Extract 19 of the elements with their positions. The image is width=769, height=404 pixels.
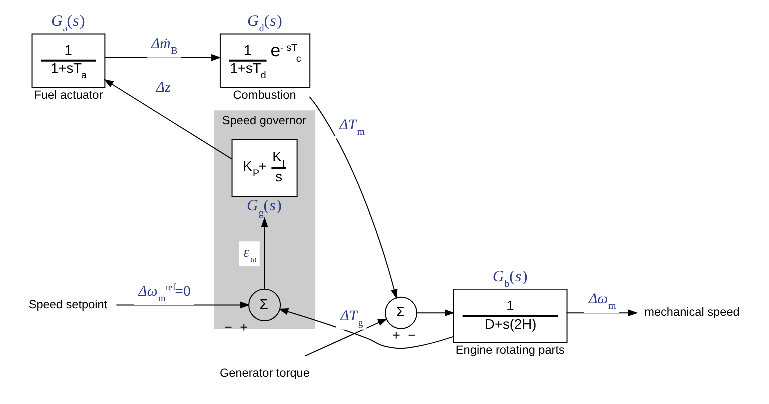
node-label: G$_{d}$(s) <box>247 13 282 35</box>
node-label: G$_{b}$(s) <box>492 268 528 290</box>
node-label: − + <box>224 320 248 336</box>
node-label: Engine rotating parts <box>455 343 564 358</box>
node-label: Fuel actuator <box>34 88 103 102</box>
node-label: G$_{a}$(s) <box>50 13 85 35</box>
edge-label: ε$_{ω}$ <box>243 244 256 266</box>
edge-label: Δω$_{m}$ <box>588 292 616 312</box>
node-label: G$_{g}$(s) <box>246 197 282 219</box>
edge-label: Δω$_{m}$$^{ref}$=0 <box>138 282 190 304</box>
edge-label: ΔT$_{g}$ <box>340 308 363 329</box>
node-text: Speed setpoint <box>28 297 108 312</box>
edge-label: Δz <box>156 80 170 96</box>
node-text: mechanical speed <box>644 305 740 320</box>
node-label: + − <box>392 328 416 343</box>
edge-label: Δṁ$_{B}$ <box>150 36 178 58</box>
node-label: Combustion <box>232 88 296 102</box>
node-text: Generator torque <box>219 366 310 380</box>
edge-label: ΔT$_{m}$ <box>339 117 365 138</box>
